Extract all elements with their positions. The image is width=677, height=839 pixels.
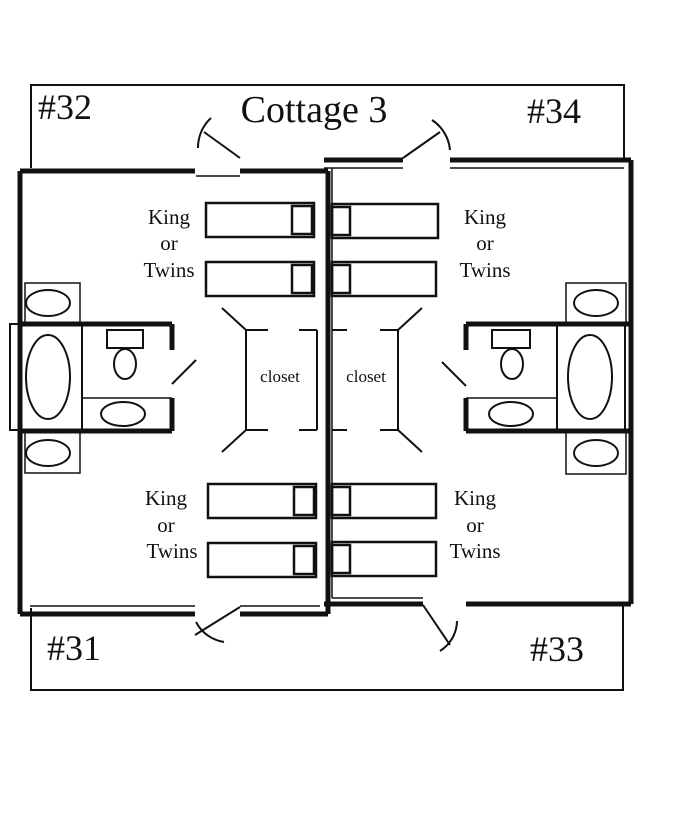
right-closet: [332, 307, 423, 453]
bed-label-line: or: [157, 513, 175, 537]
bed-icon: [206, 482, 318, 520]
sink-icon: [100, 401, 146, 427]
bed-icon: [204, 260, 316, 298]
right-bathroom: [441, 282, 631, 475]
unit-label-31: #31: [47, 628, 101, 668]
sink-icon: [573, 289, 619, 317]
bed-label-line: Twins: [449, 539, 500, 563]
toilet-icon: [113, 348, 137, 380]
tub-icon: [567, 334, 613, 420]
bed-label-line: King: [145, 486, 188, 510]
door-unit-32: [196, 117, 241, 159]
bed-label-line: King: [454, 486, 497, 510]
bed-icon: [204, 201, 316, 239]
bed-label-line: Twins: [459, 258, 510, 282]
right-unit-walls: [324, 157, 634, 607]
bed-label-line: or: [466, 513, 484, 537]
bed-icon: [330, 482, 438, 520]
bed-label: King or Twins: [143, 205, 194, 282]
porch-outline-bottom: [30, 605, 624, 691]
bed-icon: [330, 202, 440, 240]
closet-label-left: closet: [260, 367, 300, 386]
sink-icon: [25, 439, 71, 467]
toilet-icon: [500, 348, 524, 380]
bed-label: King or Twins: [449, 486, 500, 563]
left-unit-walls: [17, 168, 331, 617]
bed-label-line: King: [464, 205, 507, 229]
sink-icon: [25, 289, 71, 317]
left-bathroom: [9, 282, 197, 474]
closet-label-right: closet: [346, 367, 386, 386]
unit-label-32: #32: [38, 87, 92, 127]
bed-label: King or Twins: [459, 205, 510, 282]
door-unit-34: [402, 119, 451, 159]
bed-label: King or Twins: [145, 486, 198, 563]
bed-icon: [330, 540, 438, 578]
bed-icon: [330, 260, 438, 298]
bed-icon: [206, 541, 318, 579]
door-unit-31: [194, 606, 241, 643]
bed-label-line: Twins: [143, 258, 194, 282]
bed-label-line: King: [148, 205, 191, 229]
sink-icon: [488, 401, 534, 427]
sink-icon: [573, 439, 619, 467]
tub-icon: [25, 334, 71, 420]
cottage-title: Cottage 3: [241, 89, 388, 131]
porch-outline-top: [30, 84, 625, 168]
bed-label-line: Twins: [146, 539, 197, 563]
unit-label-34: #34: [527, 91, 581, 131]
bed-label-line: or: [476, 231, 494, 255]
door-unit-33: [422, 604, 458, 652]
unit-label-33: #33: [530, 629, 584, 669]
left-closet: [221, 307, 318, 453]
bed-label-line: or: [160, 231, 178, 255]
